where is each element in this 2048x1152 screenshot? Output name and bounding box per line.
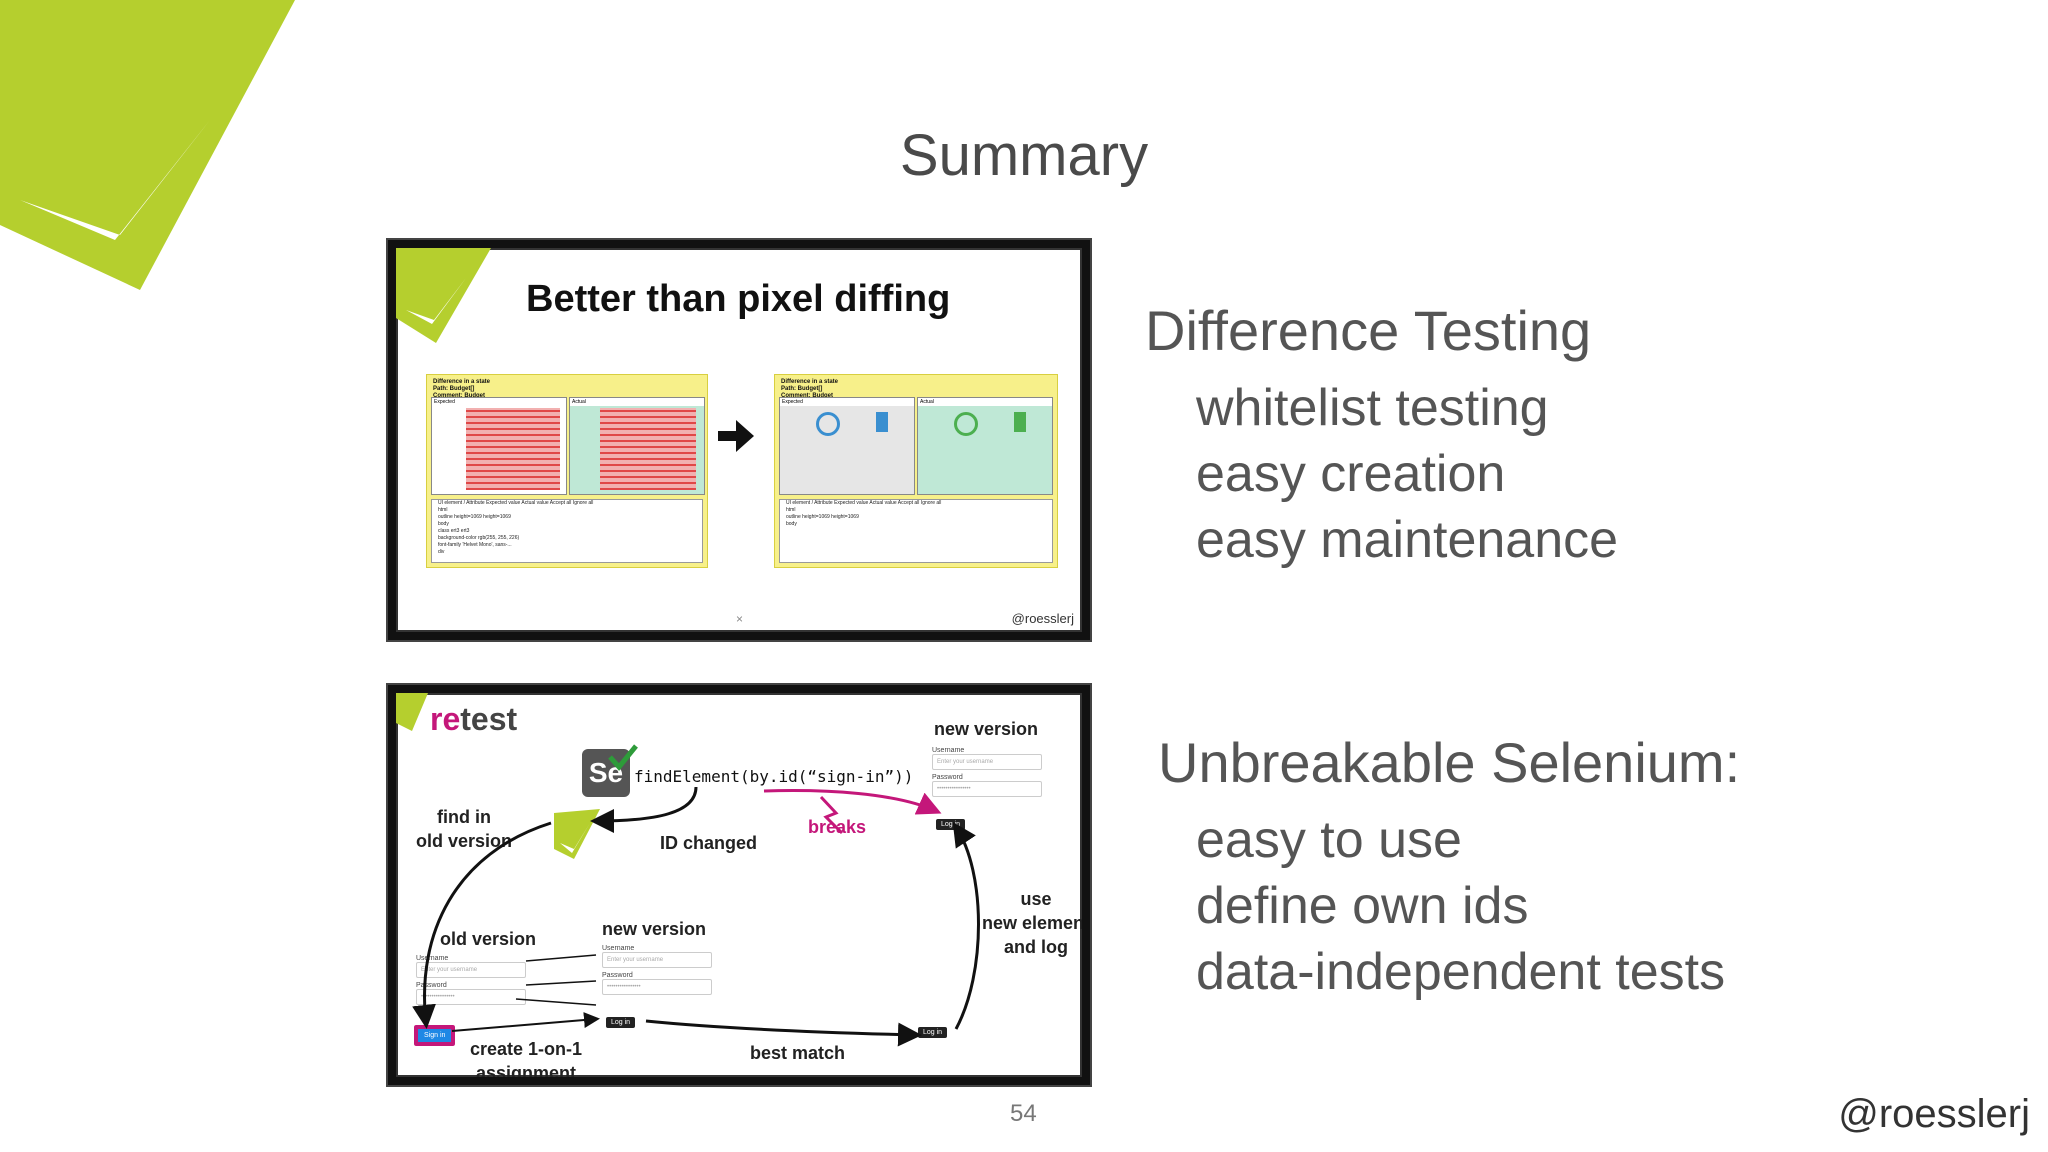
mini-logo-icon bbox=[396, 693, 428, 731]
donut-chart-icon bbox=[816, 412, 840, 436]
difference-testing-heading: Difference Testing bbox=[1145, 299, 1592, 362]
id-changed-label: ID changed bbox=[660, 833, 758, 853]
unbreakable-heading: Unbreakable Selenium: bbox=[1158, 731, 1741, 794]
new-version-label: new version bbox=[602, 919, 707, 939]
selenium-item: data-independent tests bbox=[1196, 943, 1726, 1001]
login-button: Log in bbox=[918, 1027, 948, 1038]
donut-chart-icon bbox=[954, 412, 978, 436]
mini-logo-icon bbox=[396, 248, 491, 343]
difference-item: easy creation bbox=[1196, 445, 1506, 503]
thumbnail-title: Better than pixel diffing bbox=[526, 278, 951, 320]
bar-chart-icon bbox=[876, 412, 888, 432]
new-version-label: new version bbox=[934, 719, 1039, 739]
retest-logo-icon bbox=[554, 809, 600, 859]
right-arrow-icon bbox=[718, 420, 754, 452]
screenshot-header: Difference in a state Path: Budget[] Com… bbox=[781, 379, 839, 399]
screenshot-header: Difference in a state Path: Budget[] Com… bbox=[433, 379, 491, 399]
red-diff-region bbox=[466, 408, 560, 490]
retest-brand: retest bbox=[430, 701, 518, 737]
diff-table: UI element / Attribute Expected value Ac… bbox=[779, 499, 1053, 563]
close-mark: × bbox=[736, 612, 744, 626]
checkmark-icon bbox=[608, 744, 638, 771]
new-version-form: Username Enter your username Password ••… bbox=[932, 743, 1042, 797]
slide-title: Summary bbox=[899, 123, 1149, 188]
diff-table: UI element / Attribute Expected value Ac… bbox=[431, 499, 703, 563]
login-button: Log in bbox=[606, 1017, 636, 1028]
flow-arrows bbox=[412, 786, 980, 1047]
new-version-form: Username Enter your username Password ••… bbox=[602, 941, 712, 995]
red-diff-region bbox=[600, 408, 696, 490]
old-version-form: Username Enter your username Password ••… bbox=[416, 951, 526, 1005]
bar-chart-icon bbox=[1014, 412, 1026, 432]
expected-pane: Expected bbox=[779, 397, 915, 495]
diff-screenshot-before: Difference in a state Path: Budget[] Com… bbox=[426, 374, 708, 568]
selenium-item: easy to use bbox=[1196, 811, 1462, 869]
thumbnail-unbreakable-selenium: retest Se findElement(by.id(“sign-in”)) … bbox=[388, 685, 1090, 1085]
corner-logo-icon bbox=[0, 0, 295, 290]
page-number: 54 bbox=[1010, 1100, 1037, 1127]
actual-pane: Actual bbox=[569, 397, 705, 495]
login-button: Log in bbox=[936, 819, 966, 830]
diff-screenshot-after: Difference in a state Path: Budget[] Com… bbox=[774, 374, 1058, 568]
author-handle: @roesslerj bbox=[1838, 1092, 2030, 1136]
expected-pane: Expected bbox=[431, 397, 567, 495]
difference-item: whitelist testing bbox=[1196, 379, 1549, 437]
difference-item: easy maintenance bbox=[1196, 511, 1619, 569]
thumbnail-pixel-diffing: Better than pixel diffing Difference in … bbox=[388, 240, 1090, 640]
selenium-item: define own ids bbox=[1196, 877, 1529, 935]
best-match-label: best match bbox=[750, 1043, 846, 1063]
code-snippet: findElement(by.id(“sign-in”)) bbox=[634, 767, 914, 786]
thumbnail-credit: @roesslerj bbox=[1011, 611, 1074, 626]
selenium-icon: Se bbox=[582, 749, 630, 797]
old-version-label: old version bbox=[440, 929, 537, 949]
actual-pane: Actual bbox=[917, 397, 1053, 495]
